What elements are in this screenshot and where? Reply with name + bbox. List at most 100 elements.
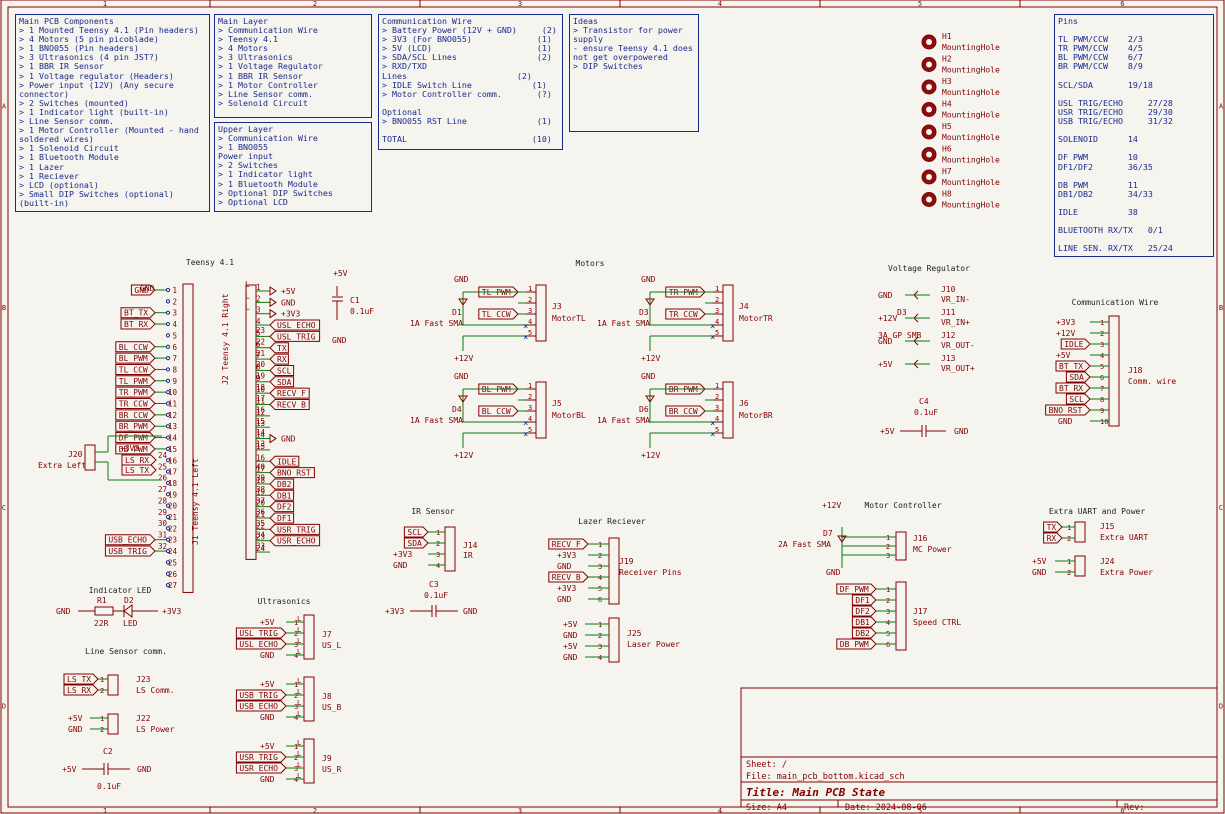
j1-pin-num: 5 xyxy=(172,331,177,340)
motor-connector xyxy=(722,284,734,342)
motor-pin-num: 2 xyxy=(528,393,532,401)
j18-net xyxy=(1055,360,1091,372)
j15-pin-num: 2 xyxy=(1067,535,1071,543)
motor-ccw-text: TL_CCW xyxy=(482,310,511,319)
mounting-hole-value: MountingHole xyxy=(942,178,1000,187)
pin-dot xyxy=(165,458,171,463)
vreg-d3: D3 xyxy=(897,308,907,317)
teensy-left-net xyxy=(115,386,156,398)
teensy-left-net xyxy=(115,409,156,421)
teensy-right-net xyxy=(269,364,295,376)
frame-col-label: 5 xyxy=(918,807,922,814)
mounting-hole-value: MountingHole xyxy=(942,133,1000,142)
j1-pin-num: 23 xyxy=(168,536,177,545)
j17-net-text: DB1 xyxy=(855,618,870,627)
frame-col-label: 3 xyxy=(518,0,522,8)
pin-dot xyxy=(165,401,171,406)
pin-dot xyxy=(165,480,171,486)
j2-pin-num: 2 xyxy=(256,294,261,303)
teensy-right-net xyxy=(269,535,321,547)
motor-pwm xyxy=(665,286,706,298)
power-net: +3V3 xyxy=(281,310,300,319)
j18-pin-num: 3 xyxy=(1100,341,1104,349)
vreg-net: GND xyxy=(878,337,893,346)
ultrasonic-net-text: USB_ECHO xyxy=(239,702,278,711)
motor-pin-num: 1 xyxy=(715,285,719,293)
mounting-hole-ref: H6 xyxy=(942,145,952,154)
l-mark: L xyxy=(297,761,301,769)
j1-pin-num: 21 xyxy=(168,513,177,522)
j1-alt-pin: 28 xyxy=(158,496,168,505)
j2-pin-num: 20 xyxy=(256,499,266,508)
motor-gnd: GND xyxy=(641,275,656,284)
power-net: +5V xyxy=(281,287,296,296)
motor-ref: J3 xyxy=(552,302,562,311)
j18-net-text: BNO_RST xyxy=(1049,406,1083,415)
ultrasonic-pin-num: 1 xyxy=(294,619,298,627)
r1-value: 22R xyxy=(94,619,109,628)
pin-dot xyxy=(165,435,171,440)
c2-right: GND xyxy=(137,765,152,774)
frame-row-label: B xyxy=(1219,304,1223,312)
mc-d7: D7 xyxy=(823,529,833,538)
arrow-icon xyxy=(269,308,277,319)
j1-pin-num: 14 xyxy=(168,434,178,443)
j18-ref: J18 xyxy=(1128,366,1143,375)
j20-net-text: LS_TX xyxy=(125,466,149,475)
teensy-right-net-text: IDLE xyxy=(277,457,296,466)
l-mark: L xyxy=(297,637,301,645)
motor-diode: D1 xyxy=(452,308,462,317)
j18-net-text: IDLE xyxy=(1064,340,1083,349)
diode-value: 1A Fast SMA xyxy=(410,319,463,328)
l-mark: L xyxy=(245,291,250,300)
mc-d7-value: 2A Fast SMA xyxy=(778,540,831,549)
pin-dot xyxy=(165,548,171,554)
ultrasonic-net-text: USB_TRIG xyxy=(239,691,278,700)
j14-value: IR xyxy=(463,551,473,560)
j25-connector xyxy=(608,617,620,663)
no-connect-icon: × xyxy=(523,430,528,440)
pin-dot xyxy=(165,412,171,417)
j14-pin-num: 2 xyxy=(436,540,440,548)
diode-icon xyxy=(645,395,655,403)
vreg-c4-value: 0.1uF xyxy=(914,408,938,417)
title-teensy: Teensy 4.1 xyxy=(186,258,234,267)
teensy-left-net xyxy=(115,443,156,455)
j19-power: GND xyxy=(557,562,572,571)
l-mark: L xyxy=(297,688,301,696)
j18-net-text: SCL xyxy=(1069,395,1084,404)
title-vreg: Voltage Regulator xyxy=(888,264,970,273)
teensy-left-net-text: BR_CCW xyxy=(119,411,148,420)
motor-value: MotorTL xyxy=(552,314,586,323)
j19-pin-num: 5 xyxy=(598,585,602,593)
ultrasonic-power: +5V xyxy=(260,618,275,627)
motor-pin-num: 3 xyxy=(715,307,719,315)
motor-ccw xyxy=(665,405,706,417)
j19-pin-num: 2 xyxy=(598,552,602,560)
j1-pin-num: 13 xyxy=(168,422,177,431)
title-motors: Motors xyxy=(576,259,605,268)
teensy-left-net-text: BL_PWM xyxy=(119,354,148,363)
j1-pin-num: 19 xyxy=(168,490,177,499)
j17-pin-num: 5 xyxy=(886,630,890,638)
j17-net xyxy=(851,605,877,617)
j18-pin-num: 4 xyxy=(1100,352,1104,360)
j1-pin-num: 18 xyxy=(168,479,178,488)
j18-net xyxy=(1060,338,1091,350)
j17-value: Speed CTRL xyxy=(913,618,961,627)
pin-dot xyxy=(165,537,171,542)
j19-power: +3V3 xyxy=(557,551,576,560)
teensy-right-net xyxy=(269,467,315,479)
j1-ref: J1 Teensy 4.1 Left xyxy=(191,458,200,545)
ultrasonic-net xyxy=(235,762,287,774)
j18-pin-num: 8 xyxy=(1100,396,1104,404)
ultrasonic-connector xyxy=(303,676,315,722)
j1-pin-num: 8 xyxy=(172,365,177,374)
ultrasonic-pin-num: 4 xyxy=(294,652,298,660)
ultrasonic-net xyxy=(235,689,287,701)
j20-net xyxy=(121,464,157,476)
teensy-right-net xyxy=(269,489,295,501)
teensy-right-net-text: USL_TRIG xyxy=(277,332,316,341)
pin-dot xyxy=(165,503,171,508)
j16-pin-num: 3 xyxy=(886,552,890,560)
